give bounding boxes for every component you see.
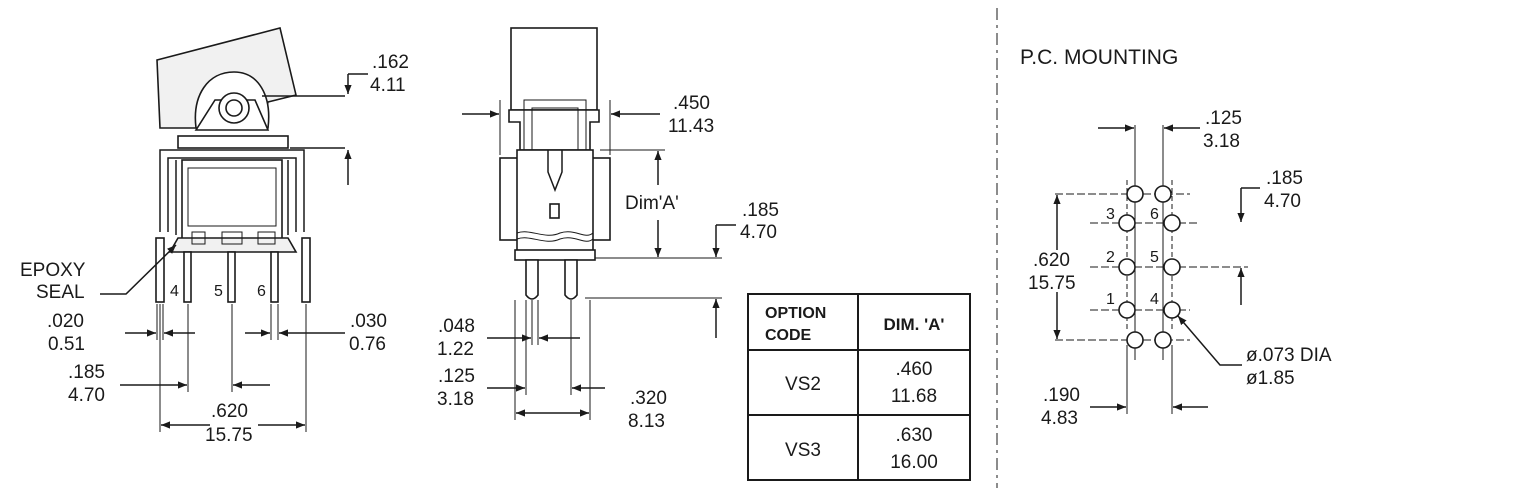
table-header-option-2: CODE	[765, 327, 812, 344]
front-dim-125-in: .125	[438, 366, 475, 387]
pc-pin-2: 2	[1106, 249, 1115, 266]
dim-620-in: .620	[211, 401, 248, 422]
pc-dim-620-in: .620	[1033, 250, 1070, 271]
epoxy-seal-label-2: SEAL	[36, 282, 85, 303]
table-row-vs3-mm: 16.00	[890, 452, 938, 473]
table-row-vs2-mm: 11.68	[891, 386, 937, 407]
hole-dia-in: ø.073 DIA	[1246, 345, 1332, 366]
pc-pin-4: 4	[1150, 291, 1159, 308]
table-row-vs2-code: VS2	[785, 374, 821, 395]
mounting-holes	[1118, 185, 1181, 349]
pc-mounting-title: P.C. MOUNTING	[1020, 46, 1178, 69]
table-row-vs3-in: .630	[896, 425, 933, 446]
front-dim-450-mm: 11.43	[668, 116, 714, 137]
pc-mounting-view: P.C. MOUNTING 3 6 2 5 1 4	[1020, 46, 1332, 429]
dim-a-label: Dim'A'	[625, 193, 679, 214]
front-dim-048-in: .048	[438, 316, 475, 337]
table-header-dim-a: DIM. 'A'	[884, 315, 945, 334]
side-pin-5: 5	[214, 283, 223, 300]
dim-030-in: .030	[350, 311, 387, 332]
front-dim-048-mm: 1.22	[437, 339, 474, 360]
dim-020-mm: 0.51	[48, 334, 85, 355]
pc-dim-125-mm: 3.18	[1203, 131, 1240, 152]
dim-020-in: .020	[47, 311, 84, 332]
front-dim-320-in: .320	[630, 388, 667, 409]
dim-162-in: .162	[372, 52, 409, 73]
pc-dim-620-mm: 15.75	[1028, 273, 1076, 294]
dim-030-mm: 0.76	[349, 334, 386, 355]
front-dim-320-mm: 8.13	[628, 411, 665, 432]
dim-185-mm: 4.70	[68, 385, 105, 406]
dim-185-in: .185	[68, 362, 105, 383]
table-row-vs3-code: VS3	[785, 440, 821, 461]
pc-dim-125-in: .125	[1205, 108, 1242, 129]
table-header-option-1: OPTION	[765, 305, 826, 322]
pc-pin-5: 5	[1150, 249, 1159, 266]
front-dim-185-in: .185	[742, 200, 779, 221]
front-dim-125-mm: 3.18	[437, 389, 474, 410]
pc-dim-190-mm: 4.83	[1041, 408, 1078, 429]
option-table: OPTION CODE DIM. 'A' VS2 .460 11.68 VS3 …	[747, 293, 971, 481]
pc-dim-185-in: .185	[1266, 168, 1303, 189]
pc-pin-1: 1	[1106, 291, 1115, 308]
pc-dim-190-in: .190	[1043, 385, 1080, 406]
front-view: .450 11.43 Dim'A' .185 4.70 .048 1.22 .1…	[437, 27, 779, 432]
table-row-vs2-in: .460	[896, 359, 933, 380]
side-pin-6: 6	[257, 283, 266, 300]
pc-pin-3: 3	[1106, 206, 1115, 223]
side-pin-4: 4	[170, 283, 179, 300]
dim-620-mm: 15.75	[205, 425, 253, 446]
dim-162-mm: 4.11	[370, 75, 406, 96]
hole-dia-mm: ø1.85	[1246, 368, 1295, 389]
side-view: .162 4.11 EPOXY SEAL 4 5 6 .020 0.51 .03…	[20, 27, 409, 446]
front-dim-185-mm: 4.70	[740, 222, 777, 243]
pc-pin-6: 6	[1150, 206, 1159, 223]
epoxy-seal-label-1: EPOXY	[20, 260, 86, 281]
pc-dim-185-mm: 4.70	[1264, 191, 1301, 212]
front-dim-450-in: .450	[673, 93, 710, 114]
